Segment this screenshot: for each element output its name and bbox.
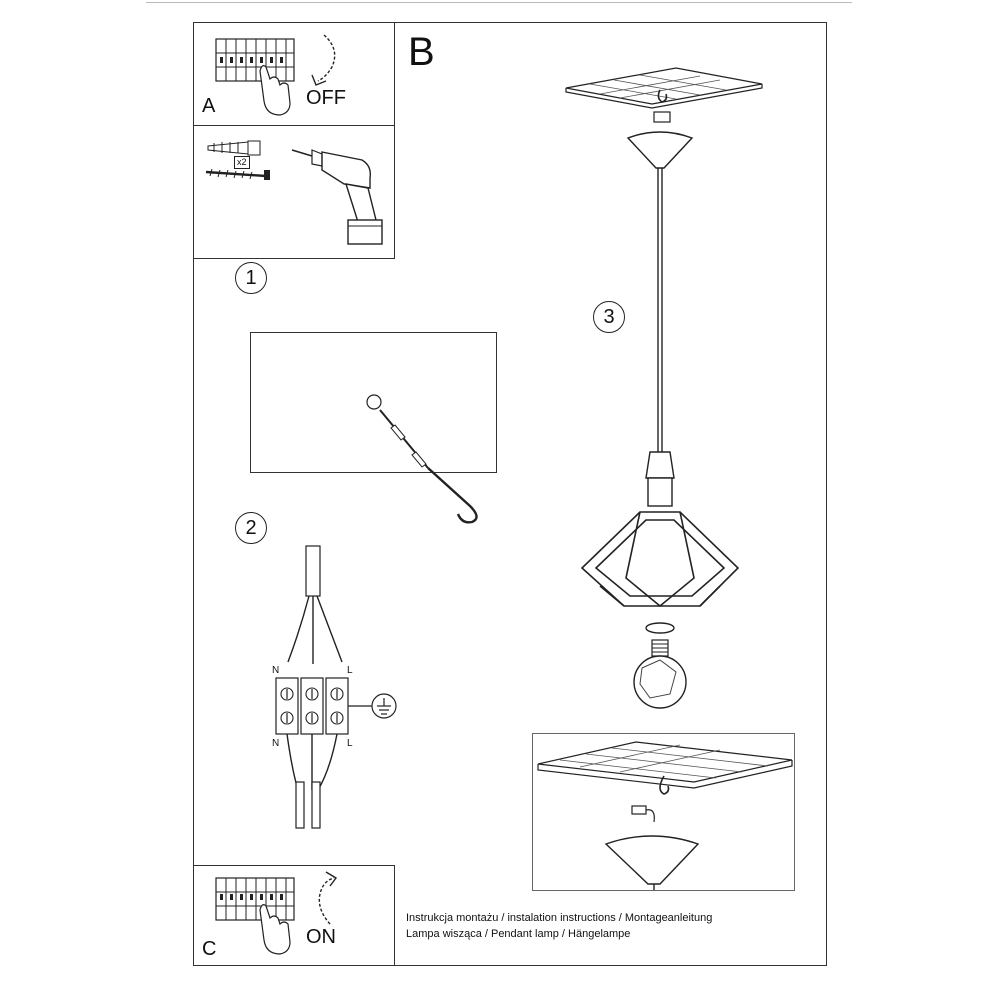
step-3-marker: 3 [593,301,625,333]
wire-bottom-l-label: L [347,738,353,749]
panel-tools: x2 [193,125,395,259]
section-a-label: A [202,95,216,117]
caption-line-1: Instrukcja montażu / instalation instruc… [406,912,713,924]
power-drill-icon [291,149,383,245]
power-off-label: OFF [306,87,346,109]
wire-top-n-label: N [272,665,280,676]
breaker-panel-icon [215,38,295,116]
panel-c-power-on: C ON [193,865,395,966]
step-1-marker: 1 [235,262,267,294]
panel-a-power-off: A OFF [193,22,395,126]
power-on-label: ON [306,926,336,948]
step-2-marker: 2 [235,512,267,544]
arrow-down-icon [311,34,336,86]
wire-top-l-label: L [347,665,353,676]
screw-icon [205,168,270,180]
quantity-badge: x2 [234,156,250,169]
wall-plug-icon [207,140,261,156]
wire-bottom-n-label: N [272,738,280,749]
section-b-label: B [408,30,435,74]
caption-line-2: Lampa wisząca / Pendant lamp / Hängelamp… [406,928,631,940]
breaker-panel-on-icon [215,877,295,955]
arrow-up-icon [318,871,338,925]
top-rule [146,2,852,3]
instruction-frame [193,22,827,966]
section-c-label: C [202,938,217,960]
